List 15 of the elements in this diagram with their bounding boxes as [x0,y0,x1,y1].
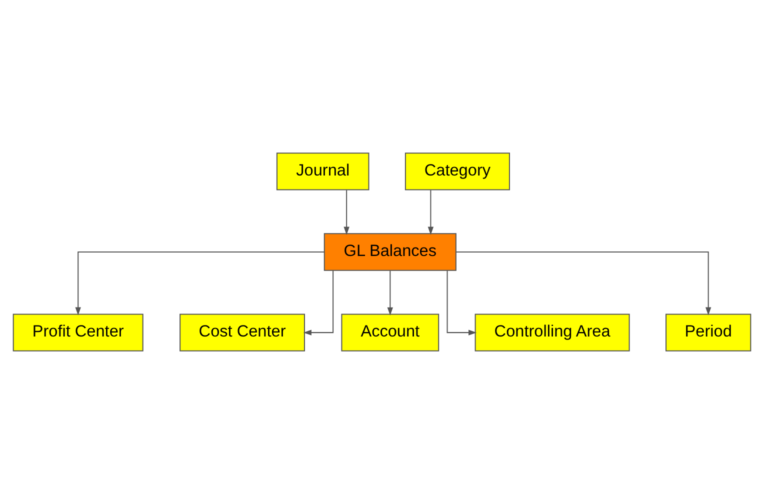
arrow [456,251,712,315]
node-box: Category [404,152,510,190]
arrow [344,190,350,234]
node-box: GL Balances [324,232,456,270]
node-box: Account [341,313,440,351]
arrow [303,270,334,335]
arrow [75,251,324,315]
node-box: Period [666,313,752,351]
arrow [446,270,477,335]
node-box: Controlling Area [474,313,630,351]
node-box: Cost Center [180,313,305,351]
arrow [387,270,394,316]
node-box: Profit Center [12,313,144,351]
node-box: Journal [276,152,370,190]
arrow [428,190,434,234]
